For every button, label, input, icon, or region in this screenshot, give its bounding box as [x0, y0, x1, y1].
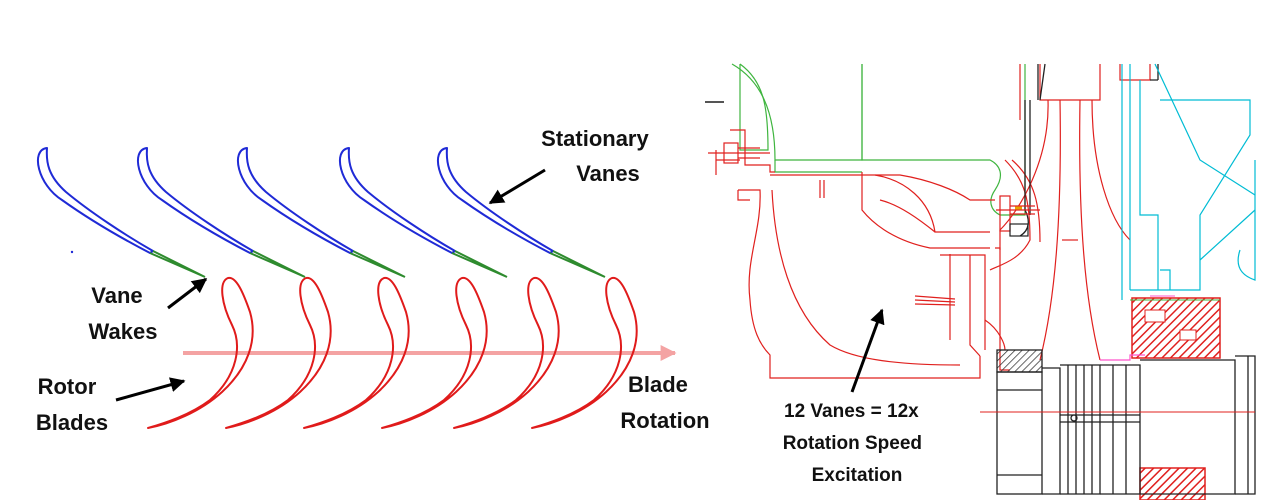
bolt-left: [708, 142, 770, 164]
vane-wakes-label: Vane Wakes: [89, 283, 158, 344]
rotor-blade: [453, 276, 560, 429]
casing-volute: [715, 129, 1010, 379]
vane: [437, 147, 606, 278]
vane: [37, 147, 206, 278]
blade-rotation-label: Blade Rotation: [620, 372, 709, 433]
stray-dot: [70, 250, 74, 254]
vanes-pointer: [850, 308, 885, 393]
vane: [137, 147, 306, 278]
rotor-blades-pointer: [115, 377, 186, 402]
shaft-casing: [1121, 63, 1256, 300]
stationary-vanes-pointer: [488, 168, 546, 205]
cascade-diagram: Stationary Vanes Vane Wakes Rotor Blades…: [36, 126, 710, 435]
rotor-blade: [303, 276, 410, 429]
stationary-vanes-label: Stationary Vanes: [541, 126, 655, 186]
shaft-nut: [996, 349, 1256, 495]
rotor-blades-label: Rotor Blades: [36, 374, 108, 435]
vane: [339, 147, 508, 278]
pump-cross-section: 12 Vanes = 12x Rotation Speed Excitation: [705, 63, 1256, 500]
bearing-hatch: [1100, 295, 1221, 500]
vane: [237, 147, 406, 278]
impeller-shroud: [989, 64, 1151, 361]
bolt-right: [996, 195, 1040, 237]
rotor-blade: [381, 276, 488, 429]
rotor-blade: [531, 276, 638, 429]
impeller-dark-edges: [1019, 63, 1159, 237]
rotor-blade: [225, 276, 332, 429]
stationary-vanes: [37, 147, 606, 278]
rotor-blades: [147, 276, 638, 429]
impeller-outline: [731, 63, 1026, 216]
vanes-excitation-caption: 12 Vanes = 12x Rotation Speed Excitation: [783, 401, 928, 486]
rotor-blade: [147, 276, 254, 429]
vane-wakes-pointer: [167, 277, 208, 310]
